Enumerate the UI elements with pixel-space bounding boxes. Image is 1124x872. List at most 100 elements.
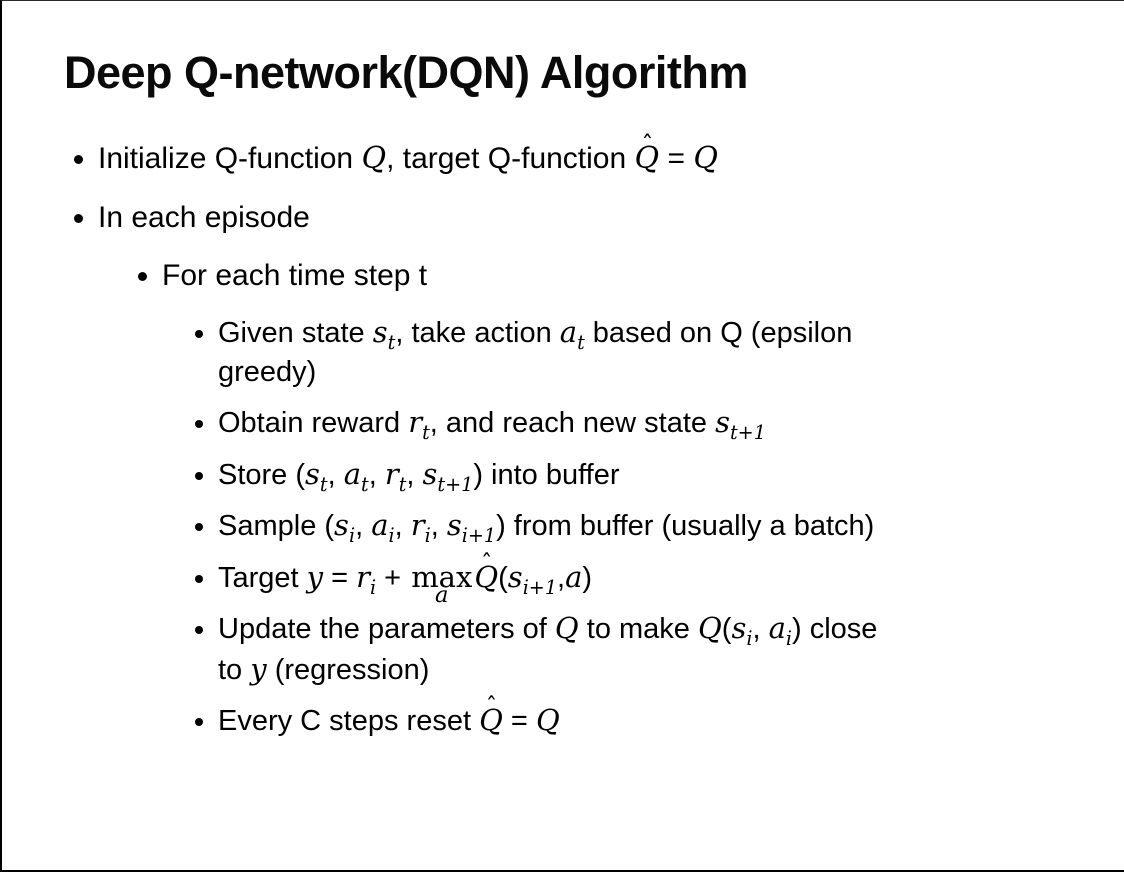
comma: ,	[355, 510, 372, 543]
subscript: t	[361, 472, 369, 496]
bullet-reset: Every C steps reset ˆQ = Q	[218, 693, 1124, 741]
equals-sign: =	[659, 142, 694, 175]
math-var: a	[768, 611, 786, 646]
plus-sign: +	[376, 561, 410, 594]
comma: ,	[394, 510, 411, 543]
text-segment: , and reach new state	[429, 407, 716, 440]
text-segment: , target Q-function	[386, 142, 635, 175]
math-var: a	[371, 508, 389, 543]
subscript: t	[398, 472, 407, 496]
text-segment: Store (	[218, 458, 306, 491]
text-segment: ) into buffer	[473, 458, 620, 491]
subscript: i	[424, 524, 431, 548]
math-var-s-t: st	[373, 315, 396, 352]
math-var: r	[408, 405, 423, 440]
math-var-s-i: si	[731, 611, 752, 648]
hat-accent: ˆ	[641, 130, 654, 159]
page-title: Deep Q-network(DQN) Algorithm	[64, 47, 748, 98]
math-var-y: y	[250, 651, 267, 686]
text-segment: Initialize Q-function	[98, 142, 362, 175]
math-var: a	[343, 456, 362, 491]
text-segment: Obtain reward	[218, 407, 409, 440]
math-var-q: Q	[634, 141, 660, 176]
comma: ,	[430, 510, 447, 543]
bullet-list-level2: For each time step t Given state st, tak…	[98, 256, 1124, 741]
math-var-a-i: ai	[371, 508, 394, 545]
bullet-initialize: Initialize Q-function Q, target Q-functi…	[98, 131, 1124, 180]
math-var: s	[422, 456, 438, 491]
math-var-a-i: ai	[768, 611, 792, 648]
subscript: t	[577, 330, 585, 354]
bullet-in-each-episode: In each episode For each time step t Giv…	[98, 198, 1124, 742]
subscript: i+1	[522, 575, 557, 599]
math-var-s-i: si	[334, 508, 355, 545]
text-segment: , take action	[395, 316, 560, 349]
subscript: t	[422, 421, 430, 445]
math-var-s-t: st	[305, 456, 328, 494]
subscript: t	[387, 330, 396, 354]
bullet-update-parameters: Update the parameters of Q to make Q(si,…	[218, 609, 1124, 690]
math-var-s-t1: st+1	[715, 405, 766, 442]
max-label: max	[411, 559, 473, 594]
math-var-q: Q	[479, 703, 503, 737]
math-var: s	[305, 456, 320, 491]
bullet-store-buffer: Store (st, at, rt, st+1) into buffer	[218, 455, 1124, 495]
paren-open: (	[498, 561, 508, 594]
text-segment: to	[218, 653, 251, 686]
text-segment: For each time step t	[162, 259, 428, 292]
paren-open: (	[721, 613, 732, 646]
subscript: i	[370, 575, 377, 599]
equals-sign: =	[323, 561, 357, 594]
text-segment: greedy)	[218, 355, 317, 388]
comma: ,	[406, 458, 423, 491]
math-var-q: Q	[535, 703, 560, 737]
max-underscript: a	[435, 582, 449, 609]
subscript: i	[746, 626, 753, 650]
text-segment: Given state	[218, 316, 373, 349]
math-var: s	[507, 559, 523, 594]
math-var-a: a	[565, 559, 583, 594]
math-var-q: Q	[697, 611, 722, 646]
math-var-q: Q	[474, 559, 499, 594]
math-var: s	[731, 611, 747, 646]
subscript: i+1	[461, 524, 497, 548]
bullet-given-state: Given state st, take action at based on …	[218, 313, 1124, 393]
math-var-q: Q	[361, 141, 387, 176]
comma: ,	[557, 561, 566, 594]
math-var-s-t1: st+1	[422, 456, 474, 494]
math-var-a-t: at	[343, 456, 369, 494]
subscript: t	[319, 472, 328, 496]
bullet-list-level1: Initialize Q-function Q, target Q-functi…	[2, 131, 1124, 742]
math-var-s-i1: si+1	[507, 559, 557, 597]
bullet-list-level3: Given state st, take action at based on …	[162, 313, 1124, 742]
math-var-s-i1: si+1	[447, 508, 496, 545]
subscript: t+1	[730, 421, 766, 445]
math-var-q: Q	[693, 141, 718, 176]
text-segment: (regression)	[266, 653, 430, 686]
bullet-sample-buffer: Sample (si, ai, ri, si+1) from buffer (u…	[218, 506, 1124, 546]
paren-close: )	[582, 561, 593, 594]
math-var-r-i: ri	[356, 559, 376, 597]
text-segment: In each episode	[98, 200, 310, 234]
math-var-y: y	[306, 559, 324, 594]
subscript: i	[785, 626, 792, 650]
hat-accent: ˆ	[485, 693, 498, 721]
equals-sign: =	[502, 705, 536, 737]
math-var-r-i: ri	[410, 508, 431, 545]
math-var: s	[334, 508, 349, 543]
math-var: r	[384, 456, 399, 491]
subscript: i	[388, 524, 395, 548]
bullet-obtain-reward: Obtain reward rt, and reach new state st…	[218, 403, 1124, 443]
text-segment: Update the parameters of	[218, 613, 555, 646]
hat-accent: ˆ	[480, 549, 493, 577]
math-var-r-t: rt	[384, 456, 407, 494]
math-var: r	[410, 508, 425, 543]
math-var-a-t: at	[560, 315, 585, 352]
math-var: r	[356, 559, 370, 594]
subscript: t+1	[437, 472, 474, 496]
